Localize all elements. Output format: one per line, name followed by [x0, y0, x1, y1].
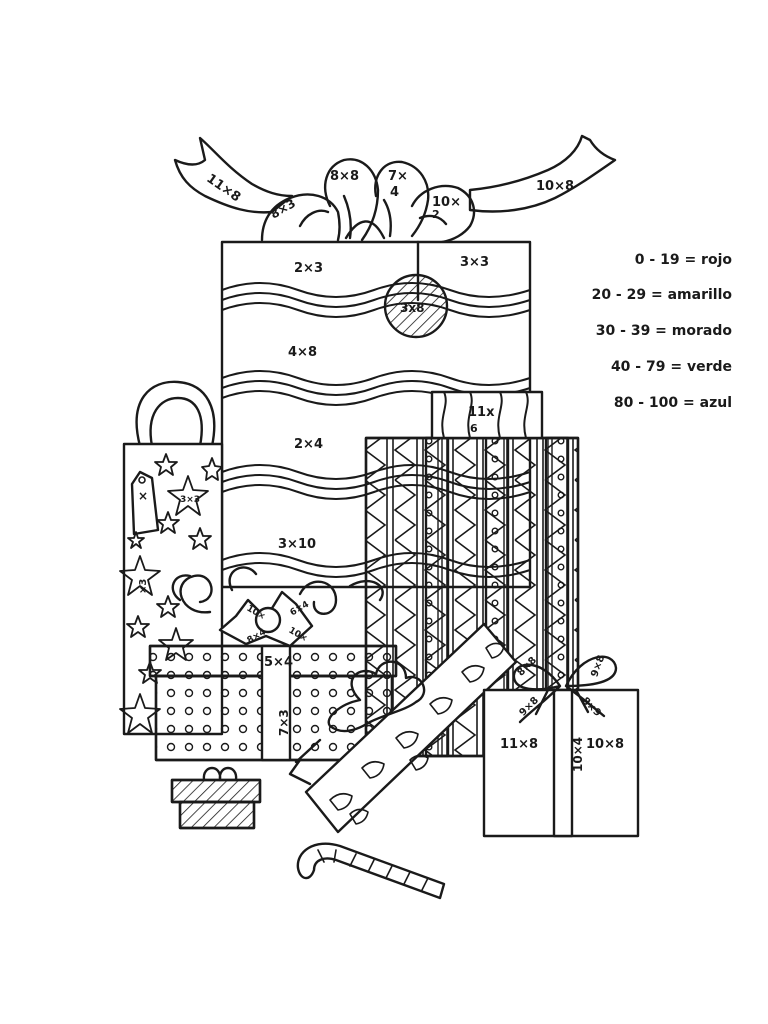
label-dot-box-ribbon: 7×3 — [277, 709, 291, 736]
legend-row-1: 0 - 19 = rojo — [635, 252, 732, 268]
top-ribbon-left — [173, 136, 294, 214]
label-bag-tag: × — [138, 489, 148, 503]
top-bow-inner-folds — [298, 194, 448, 240]
top-bow-loop-right — [410, 184, 476, 244]
label-bow-right-sub: 2 — [432, 208, 440, 221]
label-tall-top-right: 3×3 — [460, 255, 489, 270]
label-tall-top-left: 2×3 — [294, 261, 323, 276]
legend-color-5: azul — [699, 395, 732, 411]
legend-range-5: 80 - 100 = — [613, 395, 695, 411]
legend-row-2: 20 - 29 = amarillo — [592, 287, 732, 303]
legend-row-5: 80 - 100 = azul — [614, 395, 732, 411]
label-right-box-left: 11×8 — [500, 737, 538, 752]
legend-color-1: rojo — [701, 252, 732, 268]
small-top-box — [430, 390, 544, 440]
label-right-box-center: 10×4 — [571, 737, 585, 772]
top-bow-loop-left — [260, 193, 341, 242]
label-ribbon-right: 10×8 — [536, 179, 574, 194]
label-tall-mid: 4×8 — [288, 345, 317, 360]
curly-ribbon — [171, 566, 384, 615]
label-bow-left: 8×3 — [268, 196, 298, 222]
label-small-top-box: 11x — [468, 405, 495, 420]
legend-range-4: 40 - 79 = — [610, 359, 683, 375]
label-tall-bottom: 3×10 — [278, 537, 316, 552]
label-right-box-right: 10×8 — [586, 737, 624, 752]
label-bag-star: 3×3 — [180, 495, 200, 505]
legend-range-1: 0 - 19 = — [634, 252, 697, 268]
tall-box-tag — [383, 273, 449, 339]
legend-range-2: 20 - 29 = — [591, 287, 663, 303]
gift-bag-stars — [119, 453, 223, 734]
small-striped-box — [178, 800, 256, 830]
holly-box — [304, 622, 518, 834]
label-tall-tag: 3x8 — [400, 301, 424, 315]
label-bow-right-top-sub: 4 — [390, 185, 399, 200]
legend-range-3: 30 - 39 = — [595, 323, 667, 339]
legend-color-4: verde — [686, 359, 732, 375]
right-box-bow — [512, 655, 618, 724]
top-bow-loop-center — [324, 158, 380, 242]
legend-row-4: 40 - 79 = verde — [611, 359, 732, 375]
label-bow-center: 8×8 — [330, 169, 359, 184]
holly-box-bow — [288, 660, 426, 786]
gift-bag-tag — [130, 470, 160, 536]
gift-bag-handle — [135, 380, 216, 448]
label-bow-right-top: 7× — [388, 169, 408, 184]
label-small-top-box-sub: 6 — [470, 422, 478, 435]
label-bow-right: 10× — [432, 195, 461, 210]
holly-leaves — [329, 642, 505, 825]
top-bow-loop-right-top — [374, 160, 430, 238]
label-bag-side: ×3 — [138, 579, 149, 594]
label-dot-box-top: 5×4 — [264, 655, 293, 670]
small-striped-box-lid — [170, 778, 262, 804]
top-ribbon-right — [468, 134, 617, 213]
legend-color-3: morado — [671, 323, 732, 339]
label-tall-lower: 2×4 — [294, 437, 323, 452]
label-ribbon-left: 11×8 — [204, 171, 244, 205]
legend-row-3: 30 - 39 = morado — [596, 323, 732, 339]
legend-color-2: amarillo — [667, 287, 732, 303]
